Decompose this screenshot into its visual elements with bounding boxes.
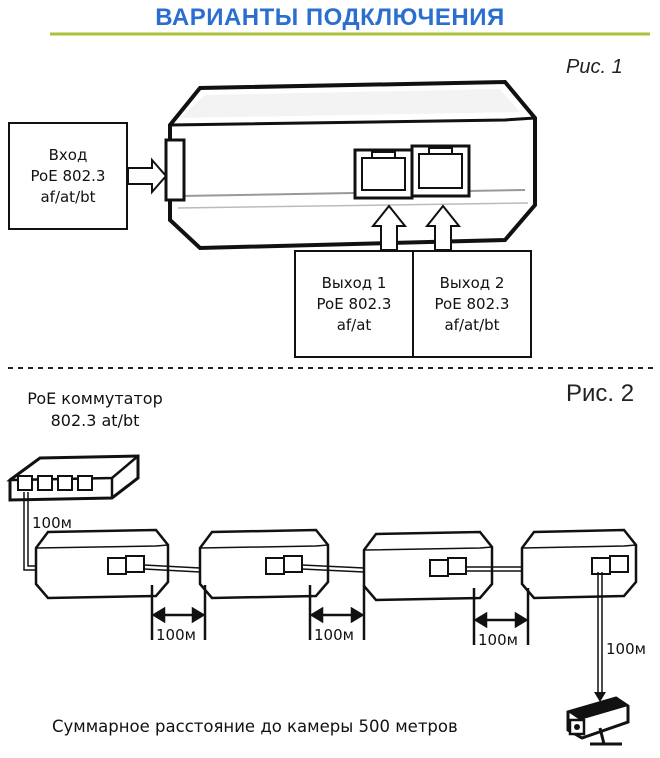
distance-marker-1: [150, 585, 207, 640]
input-box-line-1: Вход: [48, 145, 88, 164]
distance-marker-3: [472, 588, 530, 645]
output2-box-line-3: af/at/bt: [444, 315, 500, 334]
input-box-line-2: PoE 802.3: [30, 166, 106, 185]
poe-switch: [6, 454, 140, 502]
input-box-line-3: af/at/bt: [40, 187, 96, 206]
input-box: Вход PoE 802.3 af/at/bt: [8, 122, 128, 230]
cable-1-2: [143, 564, 201, 573]
output1-box: Выход 1 PoE 802.3 af/at: [294, 250, 414, 358]
figure-1-label: Рис. 1: [566, 56, 623, 78]
camera-icon: [566, 696, 630, 746]
output1-box-line-1: Выход 1: [321, 273, 387, 292]
cable-to-camera: [594, 572, 606, 702]
ethernet-port-1: [353, 148, 414, 200]
output2-box-line-1: Выход 2: [439, 273, 505, 292]
output2-box-line-2: PoE 802.3: [434, 294, 510, 313]
injector-small-1: [34, 528, 170, 600]
switch-label-line-1: PoE коммутатор: [27, 389, 163, 408]
output1-arrow: [370, 204, 408, 251]
injector-device-large: [164, 79, 537, 251]
output1-box-line-3: af/at: [336, 315, 372, 334]
output1-box-line-2: PoE 802.3: [316, 294, 392, 313]
distance-label-switch: 100м: [32, 514, 72, 532]
distance-marker-2: [308, 585, 366, 640]
cable-3-4: [466, 566, 522, 572]
input-port: [164, 138, 186, 202]
input-arrow: [127, 157, 168, 195]
output2-box: Выход 2 PoE 802.3 af/at/bt: [412, 250, 532, 358]
ethernet-port-2: [410, 144, 471, 198]
switch-label: PoE коммутатор 802.3 at/bt: [20, 388, 170, 432]
injector-small-3: [362, 530, 494, 602]
cable-2-3: [301, 564, 365, 573]
distance-label-2: 100м: [314, 626, 354, 644]
distance-label-camera: 100м: [606, 640, 646, 658]
page-title: ВАРИАНТЫ ПОДКЛЮЧЕНИЯ: [155, 4, 505, 31]
switch-label-line-2: 802.3 at/bt: [50, 411, 140, 430]
distance-label-3: 100м: [478, 631, 518, 649]
footer-caption: Суммарное расстояние до камеры 500 метро…: [52, 717, 458, 736]
injector-small-4: [520, 528, 638, 600]
output2-arrow: [424, 204, 462, 251]
figure-2-label: Рис. 2: [566, 380, 635, 407]
distance-label-1: 100м: [156, 626, 196, 644]
